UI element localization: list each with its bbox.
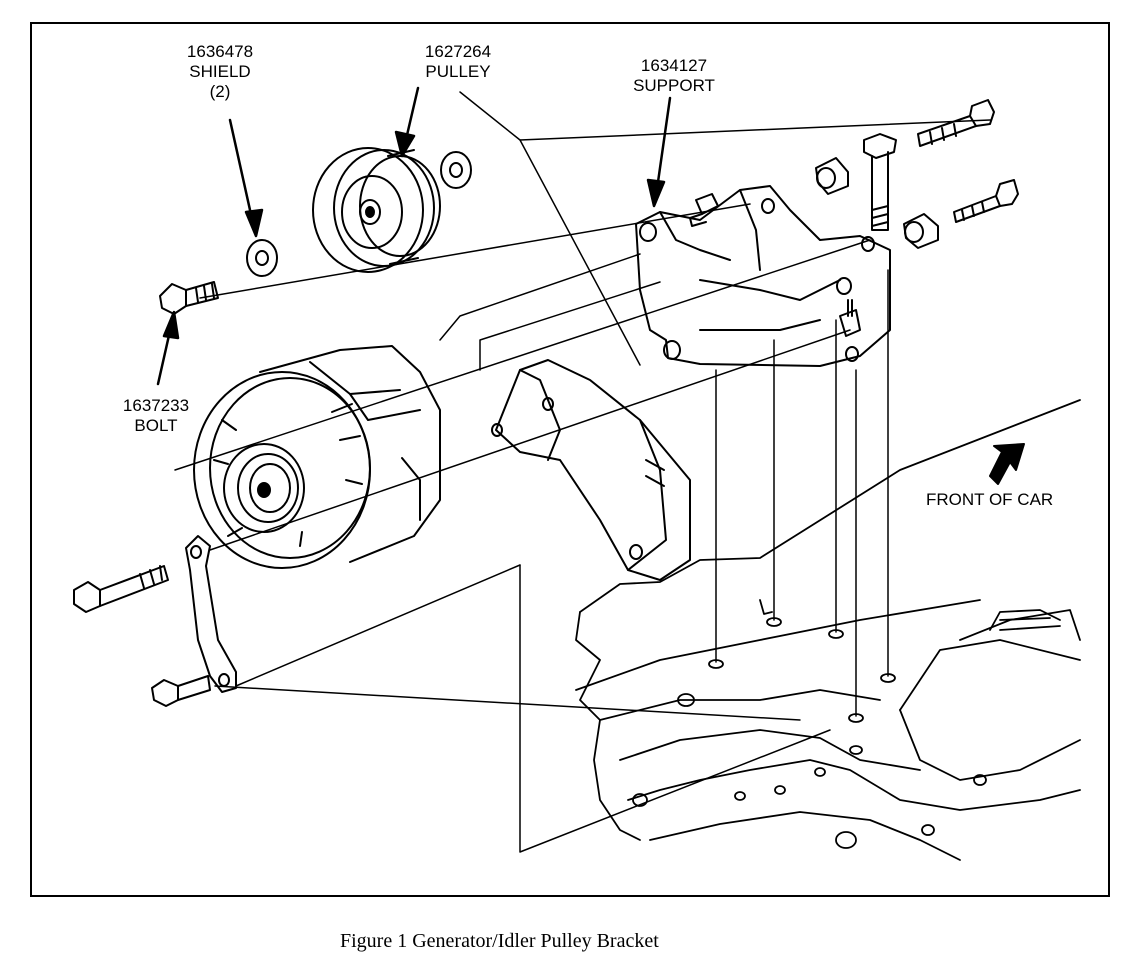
brace-bolt-lower [151,675,211,707]
bolt-part-number: 1637233 [122,396,190,415]
bolt-name: BOLT [134,416,178,435]
brace-bolt-upper [73,565,169,613]
idler-pulley [312,147,441,273]
shield-quantity: (2) [209,82,231,101]
support-part-number: 1634127 [640,56,708,75]
generator-bracket [491,359,691,581]
support-callout: 1634127 SUPPORT [626,56,722,96]
generator [193,345,441,569]
shield-rear [246,239,278,277]
pulley-callout: 1627264 PULLEY [418,42,498,82]
shield-callout: 1636478 SHIELD (2) [180,42,260,102]
shield-front [440,151,472,189]
pulley-bolt [159,281,219,315]
bolt-callout: 1637233 BOLT [114,396,198,436]
long-bolt-upper [917,99,995,147]
leader-bolt [156,310,180,386]
spacer-lower [903,213,939,249]
shield-name: SHIELD [189,62,251,81]
pulley-part-number: 1627264 [424,42,492,61]
stud-bolt-support [689,193,719,227]
assembly-centerlines [174,91,991,853]
leader-pulley [394,86,420,158]
leader-shield [228,118,264,238]
front-of-car-arrow [989,443,1025,485]
support-bracket [635,185,891,367]
front-of-car-label: FRONT OF CAR [926,490,1054,509]
spacer-upper [815,157,849,195]
shield-part-number: 1636478 [186,42,254,61]
leader-support [646,96,672,208]
adjusting-brace [185,535,237,693]
vertical-bolt [863,133,897,231]
long-bolt-lower [953,179,1019,223]
pulley-name: PULLEY [425,62,491,81]
figure-caption: Figure 1 Generator/Idler Pulley Bracket [340,930,659,952]
diagram-frame [30,22,1110,897]
engine-block [575,399,1081,861]
support-name: SUPPORT [633,76,715,95]
